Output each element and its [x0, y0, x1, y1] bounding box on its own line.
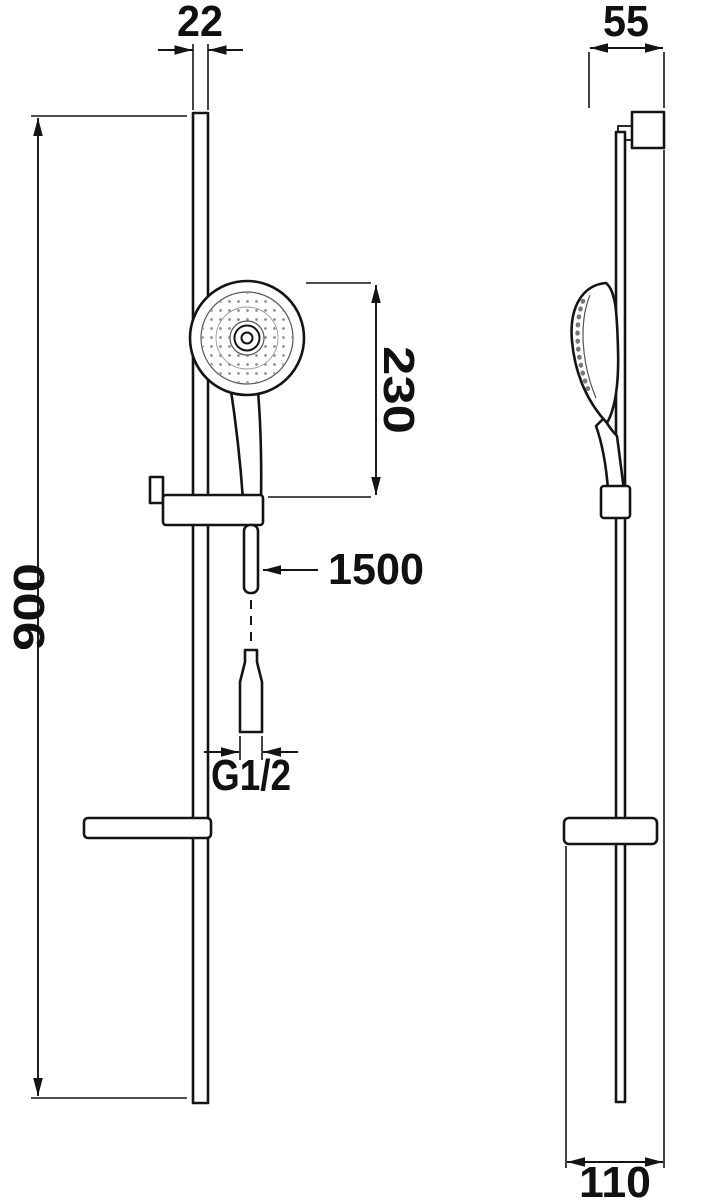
hand-shower-head-side [570, 281, 620, 425]
front-rail [191, 111, 210, 1105]
rail-slider-side [599, 484, 632, 520]
hand-shower-handle-front [228, 382, 263, 502]
front-view: 22 900 2 [5, 0, 424, 1105]
spray-nozzles-side [575, 298, 593, 397]
hand-shower-side [570, 281, 626, 492]
center-cap [240, 331, 254, 345]
slider-clamp [161, 493, 265, 527]
dim-handset-length: 230 [268, 282, 423, 498]
side-rail [614, 130, 627, 1104]
soap-shelf-side [562, 816, 659, 846]
hose-stub [242, 523, 260, 595]
nozzle-ring [215, 306, 279, 370]
dim-wall-offset: 55 [588, 0, 665, 108]
dim-connection-thread: G1/2 [204, 736, 298, 800]
hand-shower-head-front [188, 279, 306, 397]
side-view: 55 110 [562, 0, 666, 1200]
dim-wall-offset-label: 55 [603, 0, 649, 46]
dim-hose-length-label: 1500 [328, 545, 424, 594]
dim-rail-width: 22 [158, 0, 243, 110]
rail-slider-front [148, 475, 265, 527]
dim-shelf-depth: 110 [565, 150, 665, 1200]
dim-connection-thread-label: G1/2 [211, 751, 291, 800]
dim-rail-height-label: 900 [5, 563, 54, 651]
dim-rail-width-label: 22 [177, 0, 223, 46]
wall-bracket [630, 110, 666, 150]
head-face-edge [582, 294, 597, 399]
dim-rail-height: 900 [5, 115, 187, 1099]
dim-handset-length-label: 230 [374, 346, 423, 434]
dim-shelf-depth-label: 110 [579, 1158, 651, 1200]
dim-hose-length: 1500 [263, 545, 424, 594]
slider-knob [148, 475, 165, 505]
hose-connector [238, 648, 264, 734]
soap-shelf-front [82, 816, 213, 840]
